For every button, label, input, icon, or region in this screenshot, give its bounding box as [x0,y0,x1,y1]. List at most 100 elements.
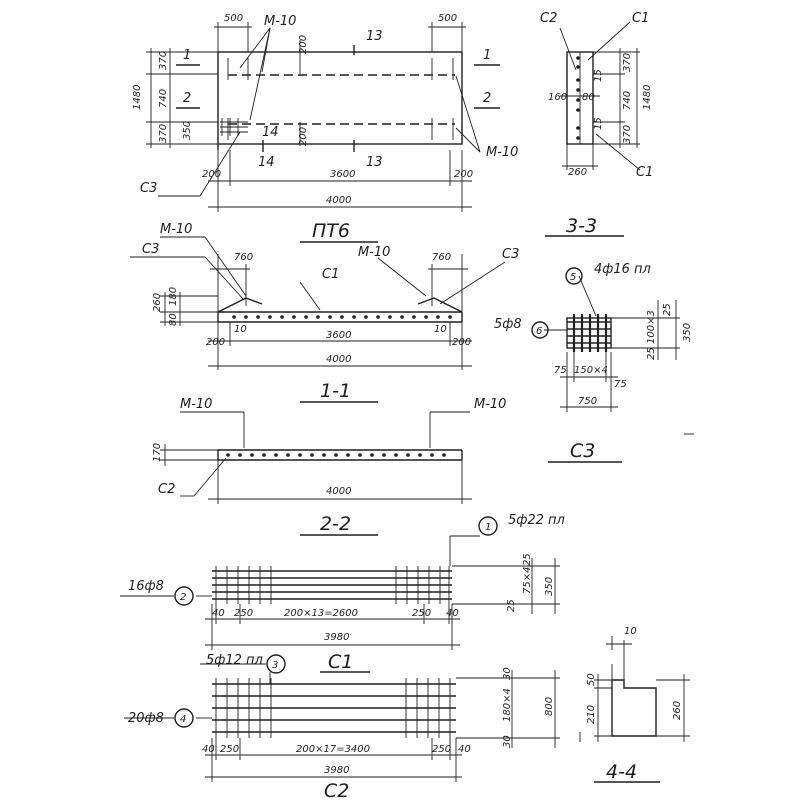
dim-200a: 200 [298,35,309,54]
dim-100x3: 100×3 [646,310,657,344]
mark-1-right: 1 [483,48,491,63]
dim-3980: 3980 [324,765,349,776]
dim-350: 350 [182,121,193,140]
section-3-3-bars [576,56,580,140]
detail-c1-title: C1 [328,651,353,673]
dim-750: 750 [578,396,597,407]
section-1-1-title: 1-1 [320,380,351,402]
label-c3-left: C3 [142,242,159,257]
dim-210: 210 [586,705,597,724]
label-c1-top: C1 [632,11,649,26]
dim-350: 350 [544,577,555,596]
dim-mid: 200×13=2600 [284,608,358,619]
dim-3600: 3600 [330,169,355,180]
dim-4000: 4000 [326,354,351,365]
dim-200-right: 200 [452,337,471,348]
bubble-6 [531,321,549,339]
c1-stirrups [215,566,450,604]
dim-25b: 25 [646,347,657,360]
dim-760-left: 760 [234,252,253,263]
detail-c2-title: C2 [324,780,349,800]
dim-180: 180 [168,287,179,306]
detail-c3: 5 4ф16 пл 6 5ф8 25 100×3 350 25 75 150×4… [494,262,694,463]
bubble-1-num: 1 [485,522,491,533]
bars-6-label: 5ф8 [494,317,522,332]
bubble-2 [174,586,194,606]
section-4-4-outline [611,679,657,737]
section-4-4-title: 4-4 [606,761,637,783]
dim-15b: 15 [593,117,604,130]
section-4-4: 10 50 210 260 4-4 [579,626,690,783]
dim-10-right: 10 [434,324,447,335]
dim-1480: 1480 [642,85,653,110]
dim-170: 170 [152,443,163,462]
bubble-5-num: 5 [570,272,576,283]
label-c3-right: C3 [502,247,519,262]
dim-370b: 370 [622,125,633,144]
dim-200-right: 200 [454,169,473,180]
dim-200b: 200 [298,127,309,146]
dim-75b: 75 [614,379,627,390]
dim-75a: 75 [554,365,567,376]
dim-25b: 25 [506,599,517,612]
section-1-1-bars [232,315,452,319]
bubble-3 [266,654,286,674]
mark-2-left: 2 [183,91,191,106]
plan-view: 500 500 M-10 13 200 1 1 370 1480 2 2 740… [132,13,518,243]
dim-25a: 25 [662,303,673,316]
dim-200-left: 200 [202,169,221,180]
dim-200-left: 200 [206,337,225,348]
dim-40r: 40 [458,744,471,755]
dim-760-right: 760 [432,252,451,263]
mark-14: 14 [262,125,279,140]
label-m10-left: M-10 [160,222,192,237]
dim-30b: 30 [502,735,513,748]
dim-260: 260 [568,167,587,178]
bubble-3-num: 3 [272,660,278,671]
dim-370: 370 [158,51,169,70]
label-c2: C2 [540,11,557,26]
mark-13-top: 13 [366,29,383,44]
label-m10-right: M-10 [474,397,506,412]
label-c1: C1 [322,267,339,282]
plan-title: ПТ6 [312,220,350,242]
dim-250l: 250 [234,608,253,619]
label-c2: C2 [158,482,175,497]
bars-3-label: 5ф12 пл [206,653,263,668]
bars-2-label: 16ф8 [128,579,164,594]
dim-4000: 4000 [326,486,351,497]
bubble-4 [174,708,194,728]
dim-180x4: 180×4 [502,688,513,722]
dim-250r: 250 [412,608,431,619]
dim-740: 740 [622,91,633,110]
label-m10-right: M-10 [486,145,518,160]
dim-260: 260 [672,701,683,720]
dim-250l: 250 [220,744,239,755]
mark-1-left: 1 [183,48,191,63]
dim-800: 800 [544,697,555,716]
dim-40r: 40 [446,608,459,619]
dim-80: 80 [582,92,595,103]
section-3-3-title: 3-3 [566,215,597,237]
section-2-2: M-10 M-10 170 C2 4000 2-2 [152,397,506,536]
dim-500-left: 500 [224,13,243,24]
dim-10: 10 [624,626,637,637]
dim-740: 740 [158,89,169,108]
dim-15a: 15 [593,69,604,82]
dim-25a: 25 [522,553,533,566]
label-c3: C3 [140,181,157,196]
bubble-4-num: 4 [180,714,186,725]
bars-4-label: 20ф8 [128,711,164,726]
dim-150x4: 150×4 [574,365,608,376]
dim-3980: 3980 [324,632,349,643]
dim-3600: 3600 [326,330,351,341]
label-m10-top: M-10 [264,14,296,29]
bubble-2-num: 2 [180,592,186,603]
dim-4000: 4000 [326,195,351,206]
c3-mesh-hatch [220,118,248,136]
label-m10-right: M-10 [358,245,390,260]
dim-1480: 1480 [132,85,143,110]
dim-10-left: 10 [234,324,247,335]
dim-250r: 250 [432,744,451,755]
